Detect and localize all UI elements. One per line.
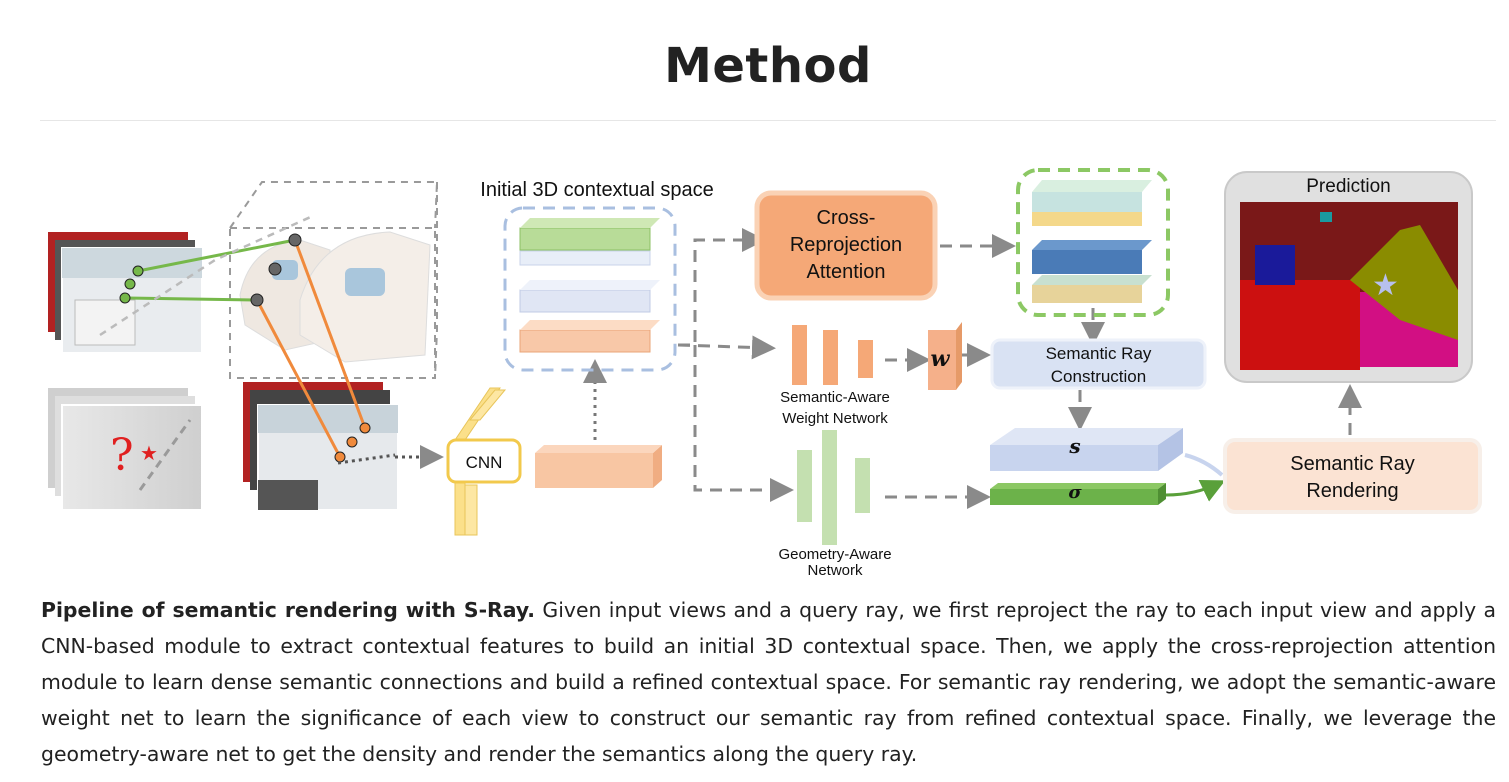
geometry-net-label-1: Geometry-Aware <box>778 546 892 563</box>
feature-slab <box>535 445 662 488</box>
cross-attention-label-3: Attention <box>806 261 886 283</box>
ray-rendering-label-2: Rendering <box>1306 480 1399 502</box>
initial-space-box <box>503 206 677 372</box>
geometry-network-bars <box>797 430 870 545</box>
weight-network-bars <box>792 322 962 390</box>
caption-text: Given input views and a query ray, we fi… <box>41 598 1497 766</box>
s-symbol: s <box>1069 434 1081 458</box>
ray-construction-label-2: Construction <box>1050 367 1147 386</box>
ray-rendering-box <box>1223 438 1482 514</box>
ray-construction-box <box>990 338 1207 390</box>
query-view <box>48 388 203 511</box>
prediction-panel: ★ <box>1224 171 1473 383</box>
ray-rendering-label-1: Semantic Ray <box>1290 453 1415 475</box>
cross-attention-label-2: Reprojection <box>789 234 903 256</box>
input-view-top <box>48 232 203 354</box>
pipeline-figure: ? ★ <box>0 150 1509 590</box>
ray-construction-label-1: Semantic Ray <box>1045 344 1152 363</box>
section-title: Method <box>664 38 872 94</box>
figure-caption: Pipeline of semantic rendering with S-Ra… <box>41 592 1496 772</box>
weight-symbol: w <box>930 346 950 372</box>
prediction-label: Prediction <box>1306 176 1391 197</box>
caption-bold: Pipeline of semantic rendering with S-Ra… <box>41 598 536 622</box>
dashed-cube <box>229 181 439 379</box>
weight-net-label-2: Weight Network <box>782 410 888 427</box>
branch-arrows <box>677 228 1362 509</box>
s-to-render-arrow <box>1184 453 1224 477</box>
geometry-net-label-2: Network <box>807 562 863 579</box>
sigma-to-render-arrow <box>1165 479 1226 502</box>
reprojection-lines <box>99 213 396 465</box>
s-slab <box>990 428 1183 471</box>
weight-net-label-1: Semantic-Aware <box>780 389 890 406</box>
sigma-slab <box>990 483 1166 505</box>
cross-attention-label-1: Cross- <box>816 207 876 229</box>
cnn-label: CNN <box>465 453 503 472</box>
title-divider <box>40 120 1496 121</box>
chair-image <box>239 231 431 363</box>
star-icon: ★ <box>140 441 158 465</box>
pipeline-diagram: ? ★ <box>48 168 1482 545</box>
sigma-symbol: σ <box>1068 482 1082 503</box>
refined-space-box <box>1016 168 1170 317</box>
input-view-bottom <box>243 382 399 511</box>
query-mark: ? <box>110 430 134 481</box>
cnn-block <box>446 387 522 536</box>
cross-attention-box <box>754 190 938 301</box>
initial-space-label: Initial 3D contextual space <box>480 179 714 201</box>
prediction-star-icon: ★ <box>1372 268 1399 303</box>
